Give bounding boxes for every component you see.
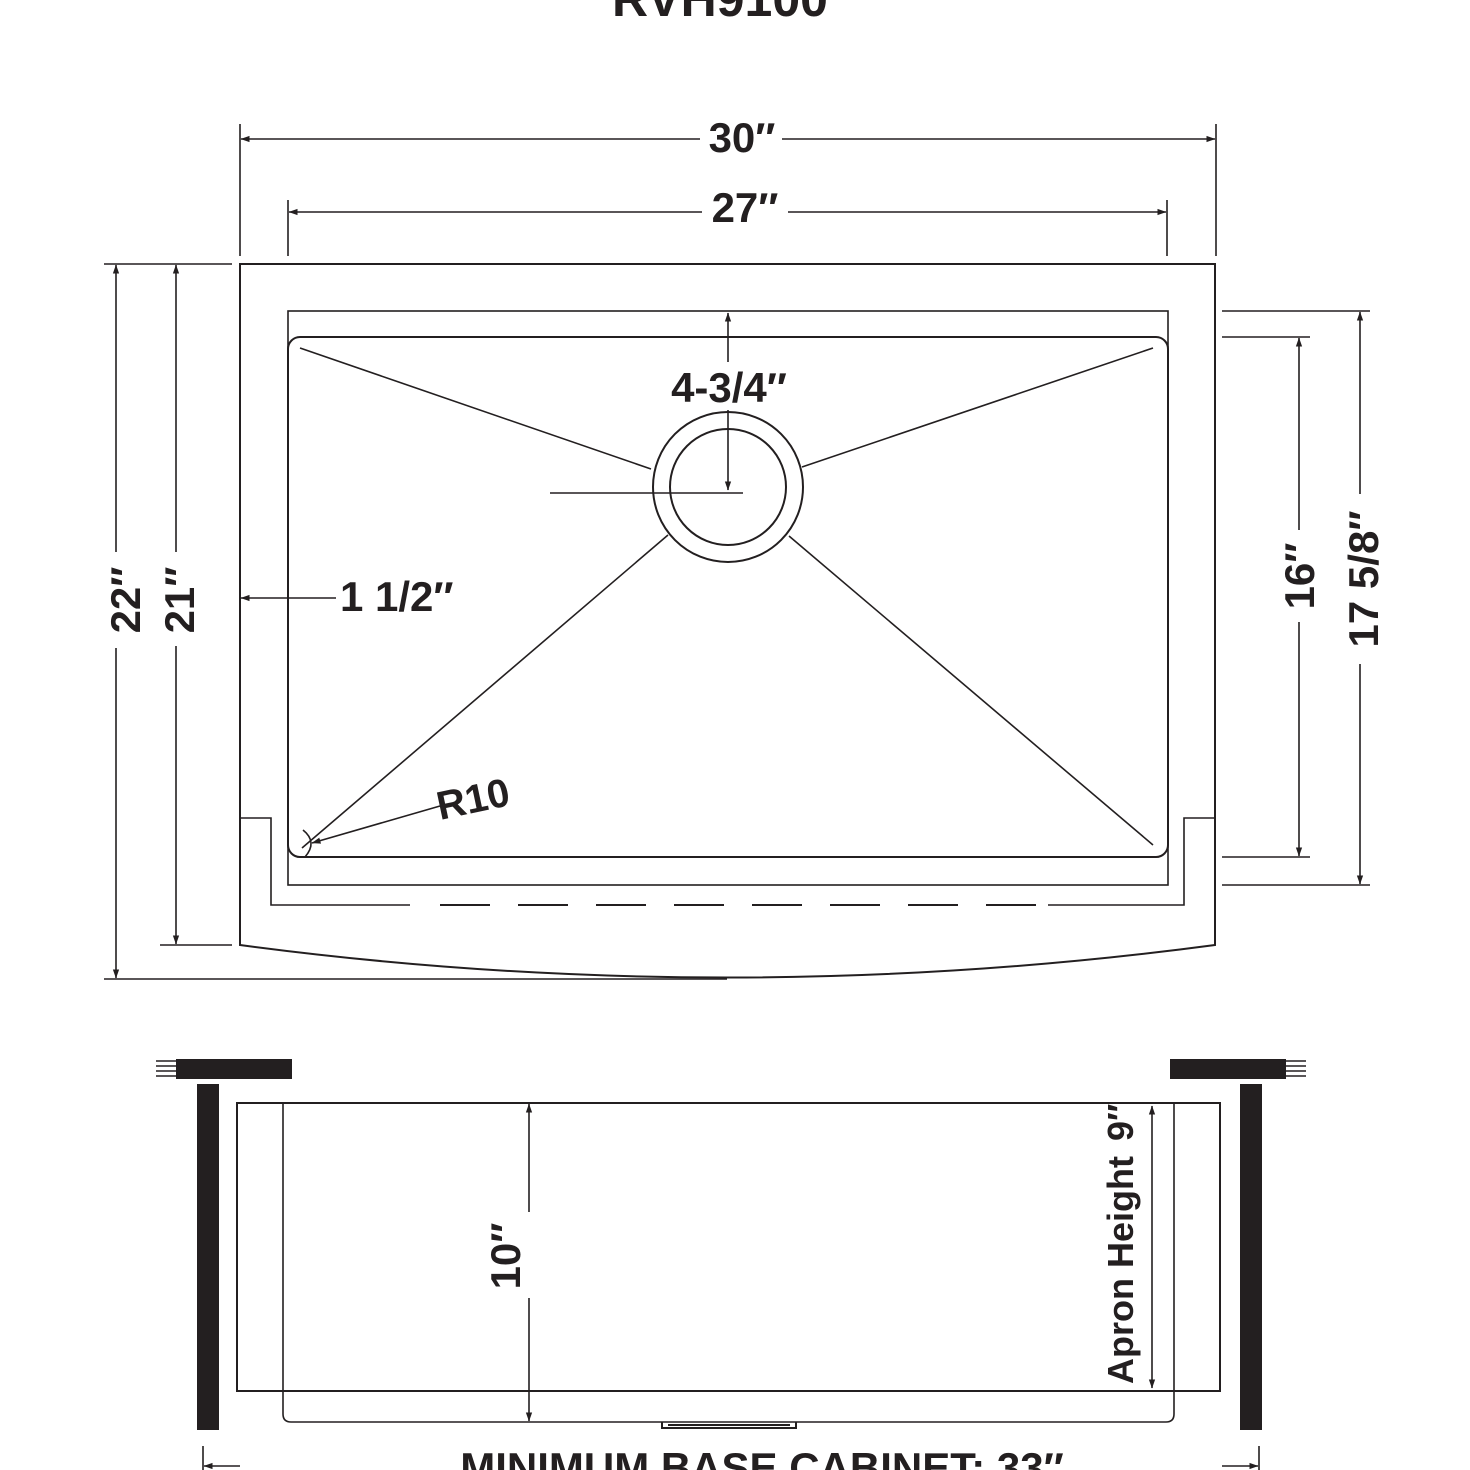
bowl-width-label: 27″ [712,184,779,231]
sink-outline [239,263,1216,979]
bowl-height-label: 10″ [482,1223,529,1290]
apron-notch-left [241,817,410,906]
overall-width-label: 30″ [709,114,776,161]
bowl-depth-label: 16″ [1276,543,1323,610]
cabinet-wall-right [1240,1084,1262,1430]
slope-line-top-right [801,347,1154,468]
front-view: 10″ Apron Height 9″ MINIMUM BASE CABINET… [156,1059,1306,1470]
slope-line-bottom-left [301,534,669,849]
apron-notch-right [1048,817,1215,906]
min-base-cabinet-label: MINIMUM BASE CABINET: 33″ [460,1444,1063,1470]
countertop-left [176,1059,292,1079]
model-title: RVH9100 [612,0,828,27]
countertop-left-break [156,1060,178,1077]
slope-line-top-left [299,347,652,470]
drain-offset-label: 4-3/4″ [671,364,787,411]
apron-depth-label: 21″ [156,567,203,634]
apron-face [236,1102,1221,1392]
radius-leader [311,805,441,844]
drain-stub [661,1422,797,1429]
apron-height-label: Apron Height [1100,1156,1141,1384]
rim-width-label: 1 1/2″ [340,573,454,620]
ledge-depth-label: 17 5/8″ [1340,511,1387,648]
overall-depth-label: 22″ [102,567,149,634]
slope-line-bottom-right [788,535,1154,846]
bowl-body-outline [282,1104,1175,1423]
corner-radius-arc [302,829,312,858]
countertop-right-break [1284,1060,1306,1077]
apron-height-value: 9″ [1100,1104,1141,1141]
corner-radius-label: R10 [433,771,514,829]
top-view: R10 30″ 27″ 22″ 21″ 1 1/2″ 4-3/4″ [102,114,1387,980]
countertop-right [1170,1059,1286,1079]
cabinet-wall-left [197,1084,219,1430]
